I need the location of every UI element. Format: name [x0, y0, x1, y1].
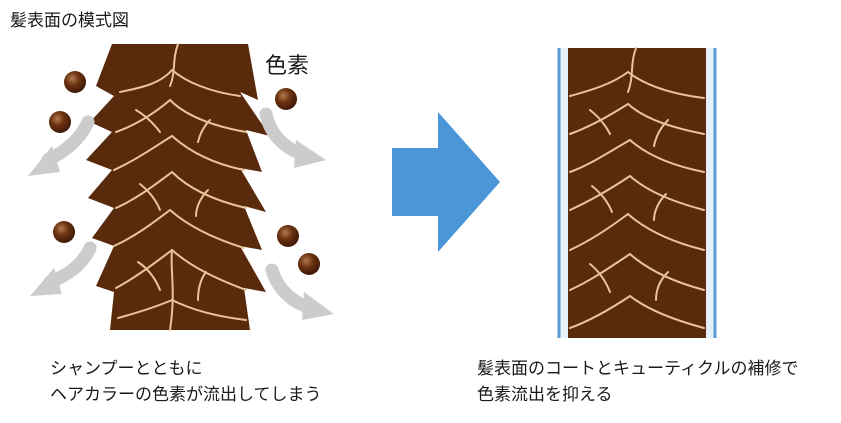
pigment-particle	[49, 111, 71, 133]
pigment-particle	[64, 71, 86, 93]
left-caption-line-2: ヘアカラーの色素が流出してしまう	[50, 385, 322, 405]
hair-body-left	[86, 44, 270, 330]
pigment-particle	[277, 225, 299, 247]
right-caption-line-2: 色素流出を抑える	[477, 385, 613, 405]
pigment-particle	[275, 88, 297, 110]
right-caption: 髪表面のコートとキューティクルの補修で 色素流出を抑える	[477, 356, 798, 408]
pigment-particle	[53, 221, 75, 243]
pigment-label: 色素	[265, 54, 310, 79]
coated-hair-shaft	[557, 47, 717, 338]
flow-arrow-icon	[30, 241, 97, 296]
diagram-title: 髪表面の模式図	[10, 11, 129, 31]
left-caption-line-1: シャンプーとともに	[50, 359, 203, 379]
flow-arrow-icon	[265, 263, 334, 320]
flow-arrow-icon	[259, 107, 326, 168]
left-caption: シャンプーとともに ヘアカラーの色素が流出してしまう	[50, 356, 322, 408]
right-caption-line-1: 髪表面のコートとキューティクルの補修で	[477, 359, 799, 379]
cuticle-lines-left	[113, 43, 247, 331]
cuticle-lines-right	[569, 47, 705, 329]
hair-body-right	[568, 48, 706, 338]
flow-arrow-icon	[28, 115, 95, 176]
pigment-particle	[298, 253, 320, 275]
pigment-particles	[49, 71, 320, 275]
pigment-flow-arrows	[28, 107, 334, 320]
right-arrow-icon	[392, 112, 500, 252]
damaged-hair-shaft	[86, 43, 270, 331]
